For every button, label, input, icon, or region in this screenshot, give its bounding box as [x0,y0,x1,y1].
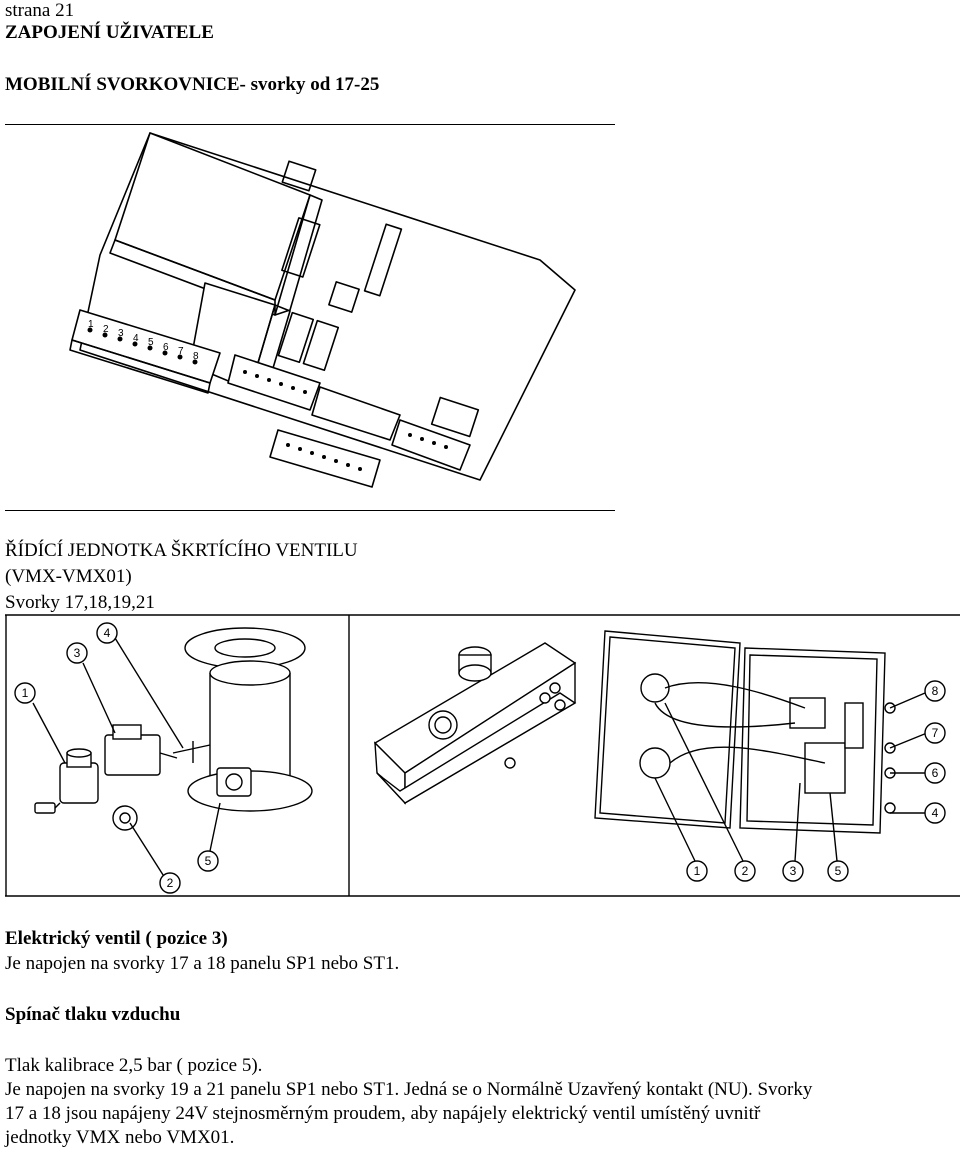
switch-line: Tlak kalibrace 2,5 bar ( pozice 5). [5,1055,263,1076]
callout-number: 1 [694,864,701,878]
callout-number: 7 [932,726,939,740]
callout-number: 6 [932,766,939,780]
callout-number: 5 [835,864,842,878]
unit-model: (VMX-VMX01) [5,566,132,587]
callout-number: 8 [932,684,939,698]
divider-middle [5,510,615,511]
switch-line: 17 a 18 jsou napájeny 24V stejnosměrným … [5,1103,761,1124]
callout-number: 2 [742,864,749,878]
terminal-board-illustration: 1 2 3 4 5 6 7 8 [69,132,576,488]
valve-heading: Elektrický ventil ( pozice 3) [5,928,228,949]
unit-terminals: Svorky 17,18,19,21 [5,592,155,613]
unit-title: ŘÍDÍCÍ JEDNOTKA ŠKRTÍCÍHO VENTILU [5,540,358,561]
callout-number: 4 [932,806,939,820]
callout-number: 2 [167,876,174,890]
terminal-number: 1 [88,319,94,330]
divider-top [5,124,615,125]
callout-number: 1 [22,686,29,700]
page-number: strana 21 [5,0,75,21]
section-title: ZAPOJENÍ UŽIVATELE [5,22,214,43]
switch-description: Tlak kalibrace 2,5 bar ( pozice 5). Je n… [5,1054,955,1150]
terminal-number: 3 [118,328,124,339]
terminal-number: 7 [178,346,184,357]
terminal-number: 2 [103,324,109,335]
valve-text: Je napojen na svorky 17 a 18 panelu SP1 … [5,953,400,974]
switch-heading: Spínač tlaku vzduchu [5,1004,181,1025]
callout-number: 3 [790,864,797,878]
terminal-number: 5 [148,337,154,348]
callout-number: 5 [205,854,212,868]
terminal-number: 4 [133,333,139,344]
subsection-title: MOBILNÍ SVORKOVNICE- svorky od 17-25 [5,74,380,95]
callout-number: 4 [104,626,111,640]
valve-unit-illustration: 1 2 3 4 5 [5,614,960,897]
callout-number: 3 [74,646,81,660]
switch-line: Je napojen na svorky 19 a 21 panelu SP1 … [5,1079,813,1100]
switch-line: jednotky VMX nebo VMX01. [5,1127,235,1148]
terminal-number: 8 [193,351,199,362]
terminal-number: 6 [163,342,169,353]
